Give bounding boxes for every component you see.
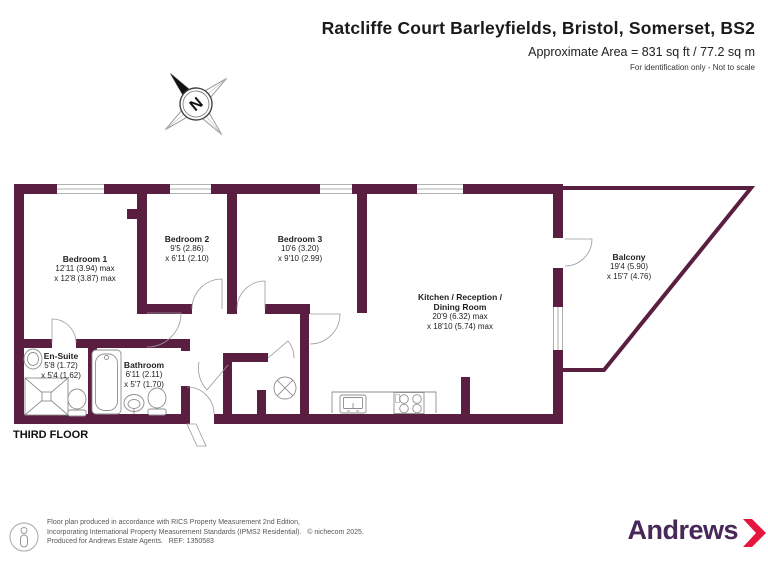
room-label-bathroom: Bathroom 6'11 (2.11) x 5'7 (1.70) [123, 360, 165, 389]
andrews-logo: Andrews [627, 515, 738, 545]
person-icon [9, 522, 39, 552]
room-label-balcony: Balcony 19'4 (5.90) x 15'7 (4.76) [606, 252, 652, 281]
walls [14, 184, 563, 424]
header: Ratcliffe Court Barleyfields, Bristol, S… [322, 18, 755, 72]
footer-line-1: Floor plan produced in accordance with R… [47, 519, 300, 526]
bathroom-sink-icon [123, 394, 145, 414]
approximate-area: Approximate Area = 831 sq ft / 77.2 sq m [528, 45, 755, 59]
page-title: Ratcliffe Court Barleyfields, Bristol, S… [321, 18, 755, 38]
room-label-bedroom-1: Bedroom 1 12'11 (3.94) max x 12'8 (3.87)… [54, 254, 116, 283]
ensuite-sink-icon [23, 348, 43, 370]
floor-label: THIRD FLOOR [13, 429, 89, 441]
footer-disclaimer: Floor plan produced in accordance with R… [47, 518, 364, 547]
hob-icon [393, 392, 425, 414]
compass-icon: N [164, 72, 228, 136]
disclaimer: For identification only - Not to scale [630, 63, 755, 72]
kitchen-counter [331, 391, 437, 413]
shower-icon [24, 377, 69, 416]
chevron-right-icon [743, 519, 766, 547]
room-label-bedroom-2: Bedroom 2 9'5 (2.86) x 6'11 (2.10) [164, 234, 210, 263]
cupboard-symbol-icon [273, 376, 297, 400]
room-label-en-suite: En-Suite 5'8 (1.72) x 5'4 (1.62) [41, 351, 81, 380]
bathtub-icon [91, 349, 122, 415]
footer-line-2: Incorporating International Property Mea… [47, 528, 364, 536]
balcony-wall [563, 186, 756, 372]
bathroom-toilet-icon [147, 387, 167, 416]
ensuite-toilet-icon [67, 388, 87, 417]
room-label-kitchen: Kitchen / Reception / Dining Room 20'9 (… [417, 292, 503, 331]
windows [57, 184, 563, 350]
room-label-bedroom-3: Bedroom 3 10'6 (3.20) x 9'10 (2.99) [277, 234, 323, 263]
fixtures [23, 348, 437, 417]
kitchen-sink-icon [339, 394, 367, 414]
doors [51, 238, 593, 447]
footer-line-3: Produced for Andrews Estate Agents. REF:… [47, 538, 214, 545]
